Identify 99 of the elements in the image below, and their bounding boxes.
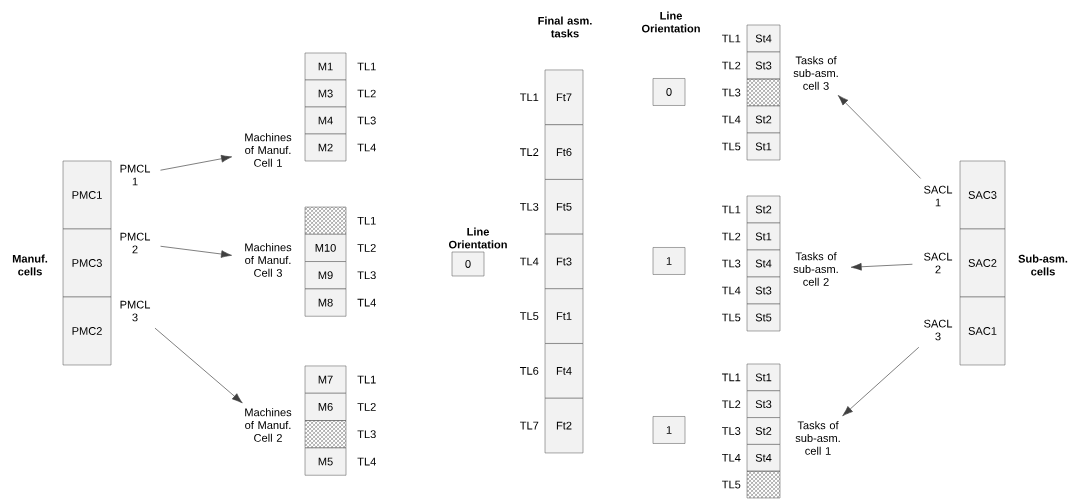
link-label: PMCL 1	[120, 164, 150, 186]
machine-cell: M10	[304, 233, 347, 262]
row-label: TL1	[357, 375, 376, 384]
link-label: PMCL 3	[120, 300, 150, 322]
row-label: TL3	[357, 116, 376, 125]
task-cell: St4	[746, 249, 781, 278]
row-label: TL7	[520, 421, 539, 430]
task-cell: St3	[746, 276, 781, 305]
row-label: TL1	[357, 216, 376, 225]
arrow	[154, 327, 243, 404]
machine-cell: M6	[304, 392, 347, 421]
heading-label: Line Orientation	[448, 227, 507, 249]
row-label: TL2	[722, 400, 741, 409]
orientation-box: 1	[652, 247, 686, 275]
task-cell: Ft6	[544, 124, 584, 180]
cell-box: PMC2	[62, 296, 112, 366]
orientation-box: 1	[652, 416, 686, 444]
link-label: SACL 1	[924, 185, 953, 207]
cell-box: PMC1	[62, 160, 112, 230]
heading-label: Manuf. cells	[12, 254, 48, 276]
row-label: TL2	[722, 61, 741, 70]
task-cell: Ft1	[544, 288, 584, 344]
task-cell: St3	[746, 51, 781, 80]
machine-cell: M7	[304, 365, 347, 394]
task-cell: St5	[746, 303, 781, 332]
cell-box: SAC3	[959, 160, 1006, 230]
row-label: TL3	[520, 202, 539, 211]
row-label: TL4	[357, 298, 376, 307]
machine-cell: M8	[304, 288, 347, 317]
task-cell: St2	[746, 195, 781, 224]
row-label: TL2	[722, 232, 741, 241]
arrow	[837, 95, 921, 179]
heading-label: Final asm. tasks	[538, 16, 592, 38]
row-label: TL3	[722, 259, 741, 268]
arrow	[842, 346, 920, 417]
machine-cell: M4	[304, 106, 347, 135]
group-label: Tasks of sub-asm. cell 2	[793, 252, 838, 286]
task-cell: St3	[746, 390, 781, 418]
row-label: TL4	[357, 143, 376, 152]
task-cell: St2	[746, 417, 781, 445]
task-cell: St2	[746, 105, 781, 134]
arrow	[160, 154, 232, 171]
row-label: TL3	[722, 88, 741, 97]
row-label: TL1	[722, 373, 741, 382]
row-label: TL2	[357, 244, 376, 252]
row-label: TL1	[357, 62, 376, 71]
machine-cell: M5	[304, 447, 347, 476]
heading-label: Line Orientation	[641, 11, 700, 33]
link-label: PMCL 2	[120, 232, 150, 254]
row-label: TL3	[357, 271, 376, 280]
row-label: TL6	[520, 367, 539, 375]
task-cell: Ft7	[544, 69, 584, 125]
task-cell: St1	[746, 363, 781, 392]
row-label: TL2	[520, 148, 539, 156]
cell-box: PMC3	[62, 228, 112, 298]
machine-cell: M1	[304, 52, 347, 81]
empty-slot	[304, 206, 347, 235]
task-cell: St1	[746, 222, 781, 251]
task-cell: St1	[746, 132, 781, 161]
group-label: Machines of Manuf. Cell 2	[245, 408, 292, 442]
group-label: Tasks of sub-asm. cell 1	[795, 421, 840, 455]
row-label: TL5	[722, 313, 741, 322]
row-label: TL5	[722, 142, 741, 151]
arrow	[160, 245, 232, 258]
row-label: TL1	[520, 93, 539, 102]
link-label: SACL 2	[924, 252, 953, 274]
row-label: TL4	[520, 257, 539, 266]
row-label: TL2	[357, 403, 376, 411]
heading-label: Sub-asm. cells	[1018, 254, 1068, 276]
group-label: Machines of Manuf. Cell 1	[245, 133, 292, 167]
cell-box: SAC1	[959, 296, 1006, 366]
empty-slot	[746, 470, 781, 499]
machine-cell: M9	[304, 261, 347, 290]
task-cell: Ft3	[544, 233, 584, 290]
row-label: TL5	[722, 480, 741, 489]
orientation-box: 0	[451, 251, 485, 277]
row-label: TL2	[357, 89, 376, 98]
task-cell: Ft4	[544, 343, 584, 399]
row-label: TL4	[722, 454, 741, 462]
machine-cell: M2	[304, 133, 347, 162]
orientation-box: 0	[652, 78, 686, 106]
task-cell: St4	[746, 24, 781, 53]
group-label: Machines of Manuf. Cell 3	[245, 243, 292, 277]
machine-cell: M3	[304, 79, 347, 108]
row-label: TL3	[357, 430, 376, 439]
row-label: TL1	[722, 34, 741, 43]
row-label: TL3	[722, 427, 741, 435]
task-cell: St4	[746, 444, 781, 472]
arrow	[850, 263, 913, 271]
task-cell: Ft5	[544, 179, 584, 235]
row-label: TL4	[357, 457, 376, 466]
group-label: Tasks of sub-asm. cell 3	[793, 56, 838, 90]
task-cell: Ft2	[544, 397, 584, 454]
row-label: TL4	[722, 115, 741, 124]
link-label: SACL 3	[924, 319, 953, 341]
row-label: TL1	[722, 205, 741, 214]
cell-box: SAC2	[959, 228, 1006, 298]
row-label: TL5	[520, 312, 539, 320]
row-label: TL4	[722, 286, 741, 295]
